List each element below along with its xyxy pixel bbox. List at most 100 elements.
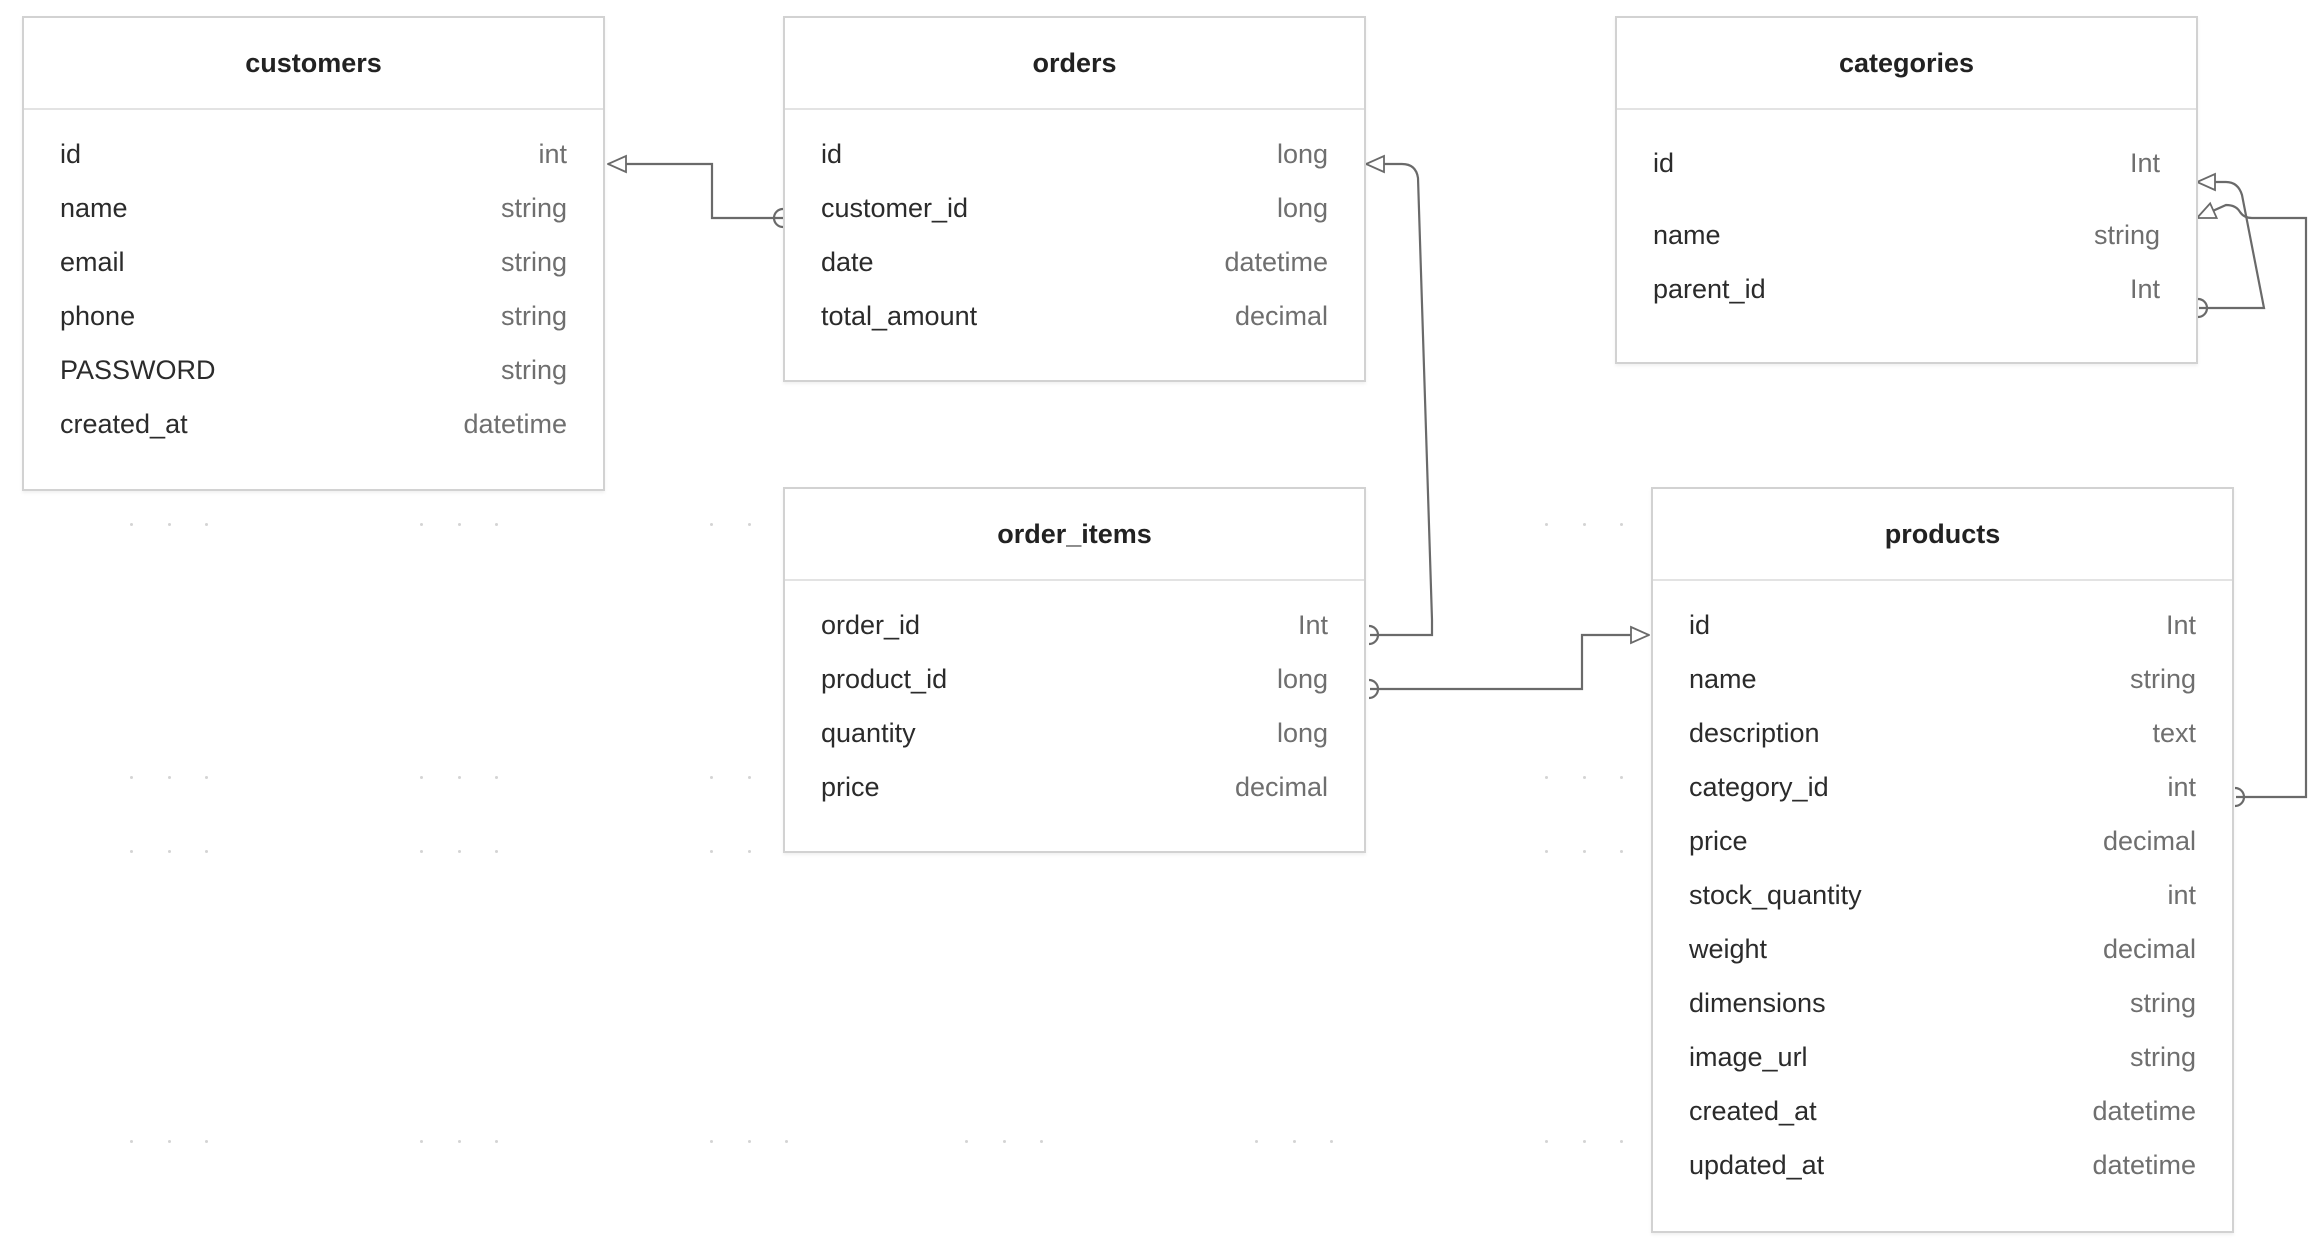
field-name: phone bbox=[60, 300, 136, 331]
entity-fields: id long customer_id long date datetime t… bbox=[785, 110, 1364, 343]
field-row[interactable]: weight decimal bbox=[1689, 922, 2196, 976]
field-type: string bbox=[2093, 219, 2160, 250]
grid-dot bbox=[1620, 776, 1623, 779]
field-row[interactable]: created_at datetime bbox=[1689, 1084, 2196, 1138]
grid-dot bbox=[1040, 1140, 1043, 1143]
field-row[interactable]: email string bbox=[60, 235, 567, 289]
grid-dot bbox=[748, 523, 751, 526]
link-categories-parent-to-categories-id[interactable] bbox=[2197, 182, 2266, 310]
field-row[interactable]: name string bbox=[1689, 652, 2196, 706]
field-name: customer_id bbox=[821, 192, 969, 223]
field-row[interactable]: phone string bbox=[60, 289, 567, 343]
field-row[interactable]: order_id Int bbox=[821, 598, 1328, 652]
field-type: datetime bbox=[2092, 1095, 2196, 1126]
entity-title: orders bbox=[785, 18, 1364, 110]
grid-dot bbox=[495, 523, 498, 526]
field-row[interactable]: date datetime bbox=[821, 235, 1328, 289]
link-orders-customer-to-customers-id[interactable] bbox=[608, 164, 783, 220]
grid-dot bbox=[1003, 1140, 1006, 1143]
field-name: stock_quantity bbox=[1689, 879, 1862, 910]
field-row[interactable]: image_url string bbox=[1689, 1030, 2196, 1084]
field-row[interactable]: quantity long bbox=[821, 706, 1328, 760]
grid-dot bbox=[205, 850, 208, 853]
link-end-cap-products-category-id bbox=[2234, 786, 2246, 808]
field-name: weight bbox=[1689, 933, 1768, 964]
field-name: date bbox=[821, 246, 874, 277]
field-name: total_amount bbox=[821, 300, 978, 331]
field-name: price bbox=[1689, 825, 1748, 856]
field-row[interactable]: name string bbox=[1653, 208, 2160, 262]
field-row[interactable]: id int bbox=[60, 127, 567, 181]
grid-dot bbox=[748, 1140, 751, 1143]
grid-dot bbox=[1620, 850, 1623, 853]
grid-dot bbox=[420, 523, 423, 526]
grid-dot bbox=[130, 850, 133, 853]
field-type: string bbox=[2129, 663, 2196, 694]
field-name: created_at bbox=[1689, 1095, 1817, 1126]
grid-dot bbox=[420, 776, 423, 779]
field-row[interactable]: price decimal bbox=[821, 760, 1328, 814]
field-type: string bbox=[500, 300, 567, 331]
field-row[interactable]: parent_id Int bbox=[1653, 262, 2160, 316]
field-type: datetime bbox=[463, 408, 567, 439]
field-name: product_id bbox=[821, 663, 948, 694]
field-row[interactable]: id Int bbox=[1689, 598, 2196, 652]
field-row[interactable]: customer_id long bbox=[821, 181, 1328, 235]
field-name: name bbox=[60, 192, 128, 223]
entity-fields: order_id Int product_id long quantity lo… bbox=[785, 581, 1364, 814]
field-row[interactable]: price decimal bbox=[1689, 814, 2196, 868]
grid-dot bbox=[168, 776, 171, 779]
field-type: text bbox=[2152, 717, 2196, 748]
grid-dot bbox=[458, 523, 461, 526]
field-row[interactable]: id Int bbox=[1653, 136, 2160, 190]
field-row[interactable]: product_id long bbox=[821, 652, 1328, 706]
link-order-items-product-to-products-id[interactable] bbox=[1370, 635, 1649, 691]
field-row[interactable]: description text bbox=[1689, 706, 2196, 760]
grid-dot bbox=[1545, 776, 1548, 779]
grid-dot bbox=[1255, 1140, 1258, 1143]
field-type: string bbox=[500, 192, 567, 223]
grid-dot bbox=[1583, 1140, 1586, 1143]
field-type: string bbox=[500, 246, 567, 277]
field-type: datetime bbox=[2092, 1149, 2196, 1180]
entity-customers[interactable]: customers id int name string email strin… bbox=[22, 16, 605, 491]
field-name: category_id bbox=[1689, 771, 1829, 802]
field-type: Int bbox=[2129, 273, 2160, 304]
field-type: decimal bbox=[1234, 300, 1328, 331]
field-row[interactable]: PASSWORD string bbox=[60, 343, 567, 397]
field-row[interactable]: stock_quantity int bbox=[1689, 868, 2196, 922]
field-row[interactable]: updated_at datetime bbox=[1689, 1138, 2196, 1192]
field-type: string bbox=[2129, 987, 2196, 1018]
grid-dot bbox=[1583, 523, 1586, 526]
entity-orders[interactable]: orders id long customer_id long date dat… bbox=[783, 16, 1366, 382]
field-row[interactable]: dimensions string bbox=[1689, 976, 2196, 1030]
field-name: created_at bbox=[60, 408, 188, 439]
link-order-items-order-to-orders-id[interactable] bbox=[1366, 164, 1434, 637]
field-name: id bbox=[60, 138, 82, 169]
entity-categories[interactable]: categories id Int name string parent_id … bbox=[1615, 16, 2198, 364]
grid-dot bbox=[495, 1140, 498, 1143]
field-row[interactable]: total_amount decimal bbox=[821, 289, 1328, 343]
field-row[interactable]: name string bbox=[60, 181, 567, 235]
field-name: name bbox=[1689, 663, 1757, 694]
grid-dot bbox=[130, 776, 133, 779]
grid-dot bbox=[710, 523, 713, 526]
field-name: order_id bbox=[821, 609, 921, 640]
field-row[interactable]: id long bbox=[821, 127, 1328, 181]
field-type: decimal bbox=[1234, 771, 1328, 802]
entity-title: products bbox=[1653, 489, 2232, 581]
field-row[interactable]: category_id int bbox=[1689, 760, 2196, 814]
field-type: Int bbox=[2129, 147, 2160, 178]
grid-dot bbox=[710, 1140, 713, 1143]
field-type: datetime bbox=[1224, 246, 1328, 277]
field-name: email bbox=[60, 246, 125, 277]
grid-dot bbox=[1545, 1140, 1548, 1143]
field-type: Int bbox=[2165, 609, 2196, 640]
field-name: updated_at bbox=[1689, 1149, 1825, 1180]
grid-dot bbox=[205, 523, 208, 526]
field-row[interactable]: created_at datetime bbox=[60, 397, 567, 451]
entity-fields: id Int name string parent_id Int bbox=[1617, 136, 2196, 316]
entity-order-items[interactable]: order_items order_id Int product_id long… bbox=[783, 487, 1366, 853]
field-type: int bbox=[538, 138, 567, 169]
entity-products[interactable]: products id Int name string description … bbox=[1651, 487, 2234, 1233]
